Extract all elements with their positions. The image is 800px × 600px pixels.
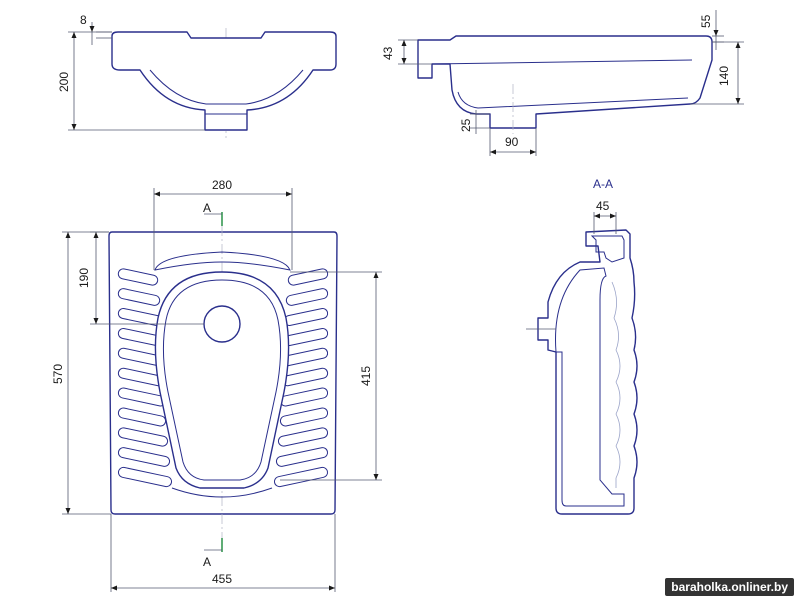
watermark: baraholka.onliner.by [665, 578, 794, 596]
side-elevation-body [417, 35, 713, 129]
dim-top-rim: 8 [80, 13, 87, 27]
dim-side-height: 140 [717, 66, 731, 86]
right-grooves [273, 268, 329, 488]
dim-overall-width: 455 [212, 572, 232, 586]
section-marker-top: A [203, 201, 211, 215]
dim-bowl-width: 280 [212, 178, 232, 192]
dim-section-rim: 45 [596, 199, 610, 213]
dim-bowl-offset: 190 [77, 268, 91, 288]
plan-bowl [154, 271, 290, 489]
dim-side-top-offset: 55 [699, 14, 713, 28]
dim-overall-length: 570 [51, 364, 65, 384]
side-elevation-view: 43 55 140 25 90 [381, 10, 744, 156]
dim-outlet-length: 25 [459, 118, 473, 132]
plan-view: A A 280 190 570 415 [51, 178, 382, 592]
dim-top-height: 200 [57, 72, 71, 92]
front-elevation-view: 8 200 [57, 13, 337, 138]
front-elevation-body [111, 31, 337, 131]
dim-inner-length: 415 [359, 366, 373, 386]
section-title: A-A [593, 177, 613, 191]
dim-side-rim-depth: 43 [381, 46, 395, 60]
section-outer-wall [537, 229, 638, 515]
left-grooves [117, 268, 173, 488]
section-marker-bottom: A [203, 555, 211, 569]
section-view: A-A 45 [526, 177, 638, 515]
dim-outlet-width: 90 [505, 135, 519, 149]
drain-hole [203, 305, 241, 343]
